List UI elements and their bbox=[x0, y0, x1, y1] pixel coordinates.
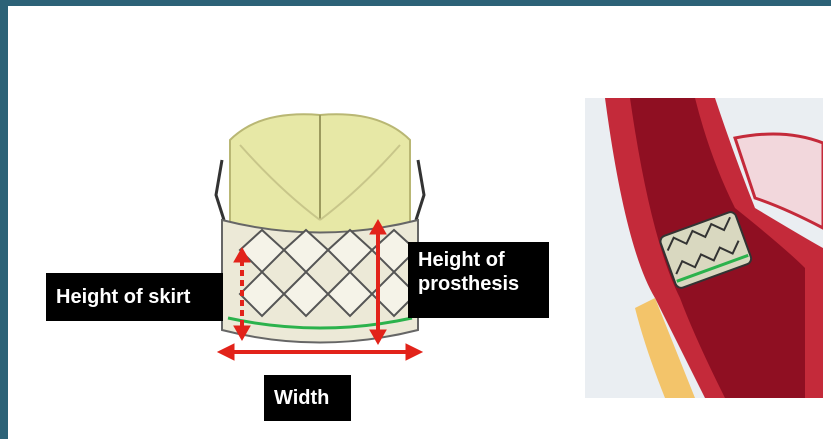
frame-strut-right bbox=[416, 160, 424, 220]
width-label: Width bbox=[264, 375, 351, 421]
valve-prosthesis-illustration bbox=[200, 100, 440, 370]
height-of-skirt-text: Height of skirt bbox=[56, 286, 190, 308]
implanted-valve-anatomy-illustration bbox=[585, 98, 823, 398]
frame-strut-left bbox=[216, 160, 224, 220]
width-arrow bbox=[218, 344, 422, 360]
height-of-skirt-label: Height of skirt bbox=[46, 273, 223, 321]
height-of-prosthesis-line1: Height of bbox=[418, 248, 539, 272]
height-of-prosthesis-line2: prosthesis bbox=[418, 272, 539, 296]
width-text: Width bbox=[274, 387, 329, 409]
slide-frame-left bbox=[0, 0, 8, 439]
height-of-prosthesis-label: Height of prosthesis bbox=[408, 242, 549, 318]
